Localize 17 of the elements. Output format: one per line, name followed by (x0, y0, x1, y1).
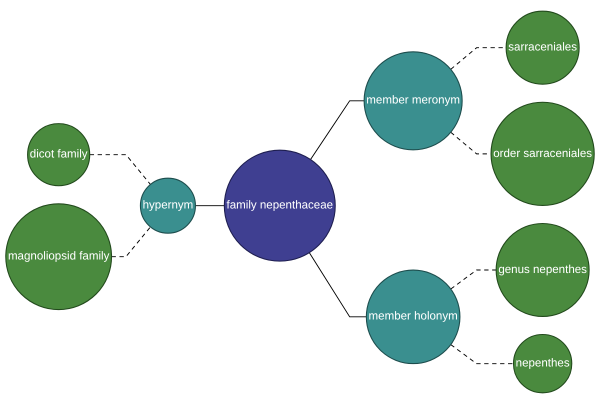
connector (450, 270, 497, 290)
connector (111, 226, 151, 258)
node-circle: genus nepenthes (496, 222, 590, 318)
node-circle: magnoliopsid family (5, 203, 112, 310)
connector (310, 100, 365, 160)
node-circle: sarraceniales (506, 10, 580, 85)
connector (194, 205, 225, 206)
node-circle: member holonym (366, 270, 460, 364)
node-circle: member meronym (364, 51, 463, 150)
node-circle: hypernym (140, 178, 196, 234)
connector (89, 154, 151, 185)
node-circle: family nepenthaceae (224, 150, 336, 262)
connector (308, 252, 367, 318)
node-circle: dicot family (27, 123, 90, 186)
node-circle: nepenthes (512, 334, 572, 394)
connector (450, 344, 514, 364)
node-circle: order sarraceniales (490, 102, 595, 206)
